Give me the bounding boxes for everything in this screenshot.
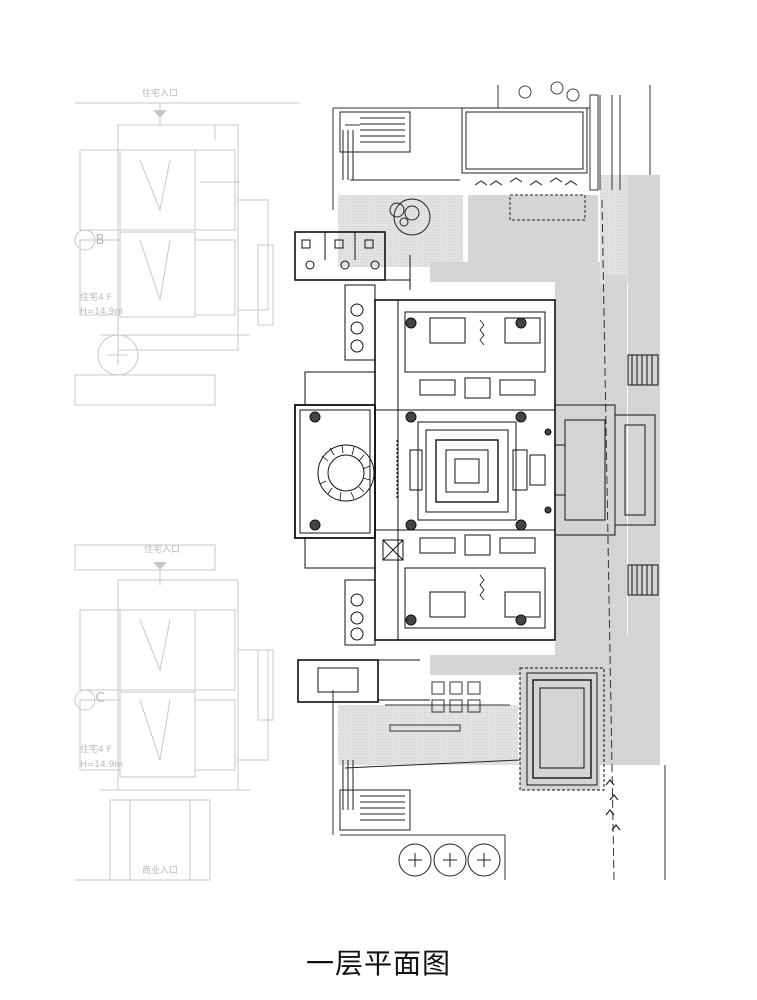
residence-top-block bbox=[74, 102, 300, 406]
residence-bottom-unit-info-2: H=14.9m bbox=[80, 760, 123, 770]
pond-top bbox=[389, 198, 431, 236]
residence-bottom-unit-info-1: 住宅4 F bbox=[80, 743, 112, 755]
top-trees bbox=[474, 81, 580, 186]
floor-plan-drawing: 住宅入口 B 住宅4 F H=14.9m 住宅入口 C 住宅4 F H=14.9… bbox=[74, 81, 666, 881]
main-building bbox=[294, 231, 659, 703]
top-pool bbox=[350, 107, 588, 221]
residence-top-unit-info-1: 住宅4 F bbox=[80, 291, 112, 303]
residence-top-unit-letter: B bbox=[96, 233, 105, 248]
residence-bottom-block bbox=[74, 544, 274, 881]
paving-areas bbox=[338, 175, 660, 790]
residence-top-unit-info-2: H=14.9m bbox=[80, 307, 123, 317]
commercial-entrance-label: 商业入口 bbox=[142, 864, 178, 876]
bottom-trees bbox=[398, 779, 621, 877]
residence-bottom-entrance-label: 住宅入口 bbox=[144, 543, 180, 555]
site-lines bbox=[332, 85, 666, 881]
bottom-pool bbox=[519, 667, 605, 791]
residence-top-entrance-label: 住宅入口 bbox=[142, 87, 178, 99]
bottom-stair bbox=[339, 759, 521, 831]
residence-bottom-unit-letter: C bbox=[95, 691, 104, 706]
columns bbox=[309, 317, 552, 626]
drawing-caption: 一层平面图 bbox=[305, 947, 451, 980]
top-stair bbox=[339, 111, 411, 180]
terrace-furniture bbox=[385, 681, 510, 732]
